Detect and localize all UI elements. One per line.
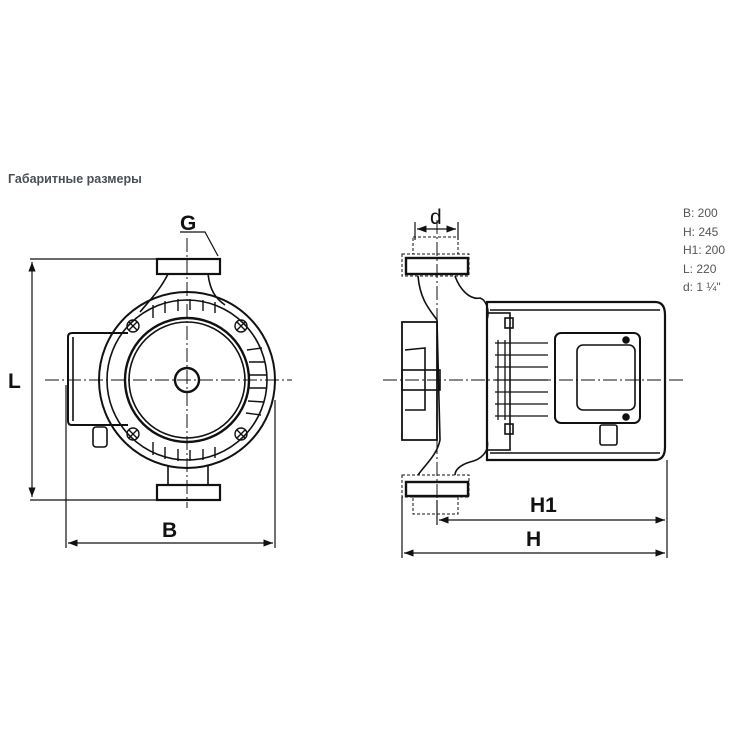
spec-b: B: 200	[683, 206, 718, 220]
front-view	[28, 231, 292, 548]
label-g: G	[180, 212, 196, 235]
label-h1: H1	[530, 494, 557, 517]
label-d: d	[430, 206, 442, 229]
spec-l: L: 220	[683, 261, 717, 276]
top-nut	[412, 236, 459, 255]
side-view	[383, 220, 686, 558]
motor-body	[485, 300, 667, 462]
spec-h1: H1: 200	[683, 243, 726, 258]
label-b: B	[162, 519, 177, 542]
motor-cable-gland	[599, 424, 618, 446]
bottom-nut	[412, 496, 459, 515]
dimension-specs: B: 200 H: 245 H1: 200 L: 220 d: 1 ¼"	[683, 204, 725, 297]
top-flange	[155, 257, 222, 276]
cable-gland	[92, 426, 108, 448]
label-l: L	[8, 370, 21, 393]
motor-terminal-box	[554, 332, 641, 424]
bottom-flange	[155, 483, 222, 502]
label-h: H	[526, 528, 541, 551]
section-title: Габаритные размеры	[8, 172, 142, 186]
terminal-box	[67, 332, 128, 426]
spec-h: H: 245	[683, 224, 719, 239]
spec-d: d: 1 ¼"	[683, 280, 721, 295]
